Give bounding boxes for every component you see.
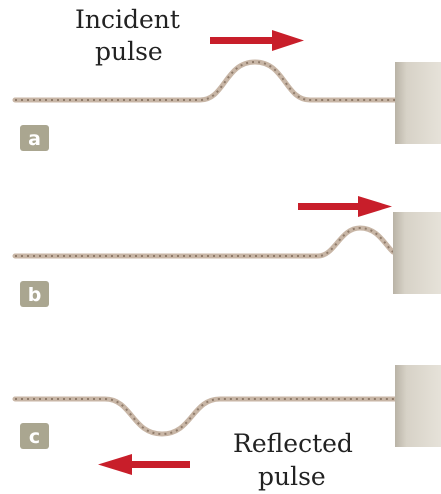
panel-badge-a: a bbox=[20, 125, 49, 151]
panel-letter-b: b bbox=[28, 284, 42, 306]
wall-c bbox=[395, 365, 441, 447]
panel-badge-b: b bbox=[20, 281, 49, 307]
rope-b bbox=[12, 225, 396, 259]
panel-letter-c: c bbox=[29, 426, 40, 448]
wall-a bbox=[395, 62, 441, 144]
reflected-label-line1: Reflected bbox=[233, 429, 353, 458]
panel-a: Incident pulse a bbox=[12, 5, 441, 151]
reflected-arrow bbox=[98, 454, 190, 475]
panel-letter-a: a bbox=[28, 128, 41, 150]
incident-label-line1: Incident bbox=[75, 5, 180, 34]
incident-label-line2: pulse bbox=[95, 37, 163, 66]
pulse-direction-arrow-b bbox=[298, 196, 392, 217]
rope-c bbox=[12, 396, 398, 437]
incident-arrow bbox=[210, 30, 304, 51]
panel-b: b bbox=[12, 196, 441, 307]
panel-c: c Reflected pulse bbox=[12, 365, 441, 491]
wall-b bbox=[393, 212, 441, 294]
reflected-label-line2: pulse bbox=[258, 462, 326, 491]
panel-badge-c: c bbox=[20, 423, 49, 449]
rope-a bbox=[12, 59, 398, 103]
